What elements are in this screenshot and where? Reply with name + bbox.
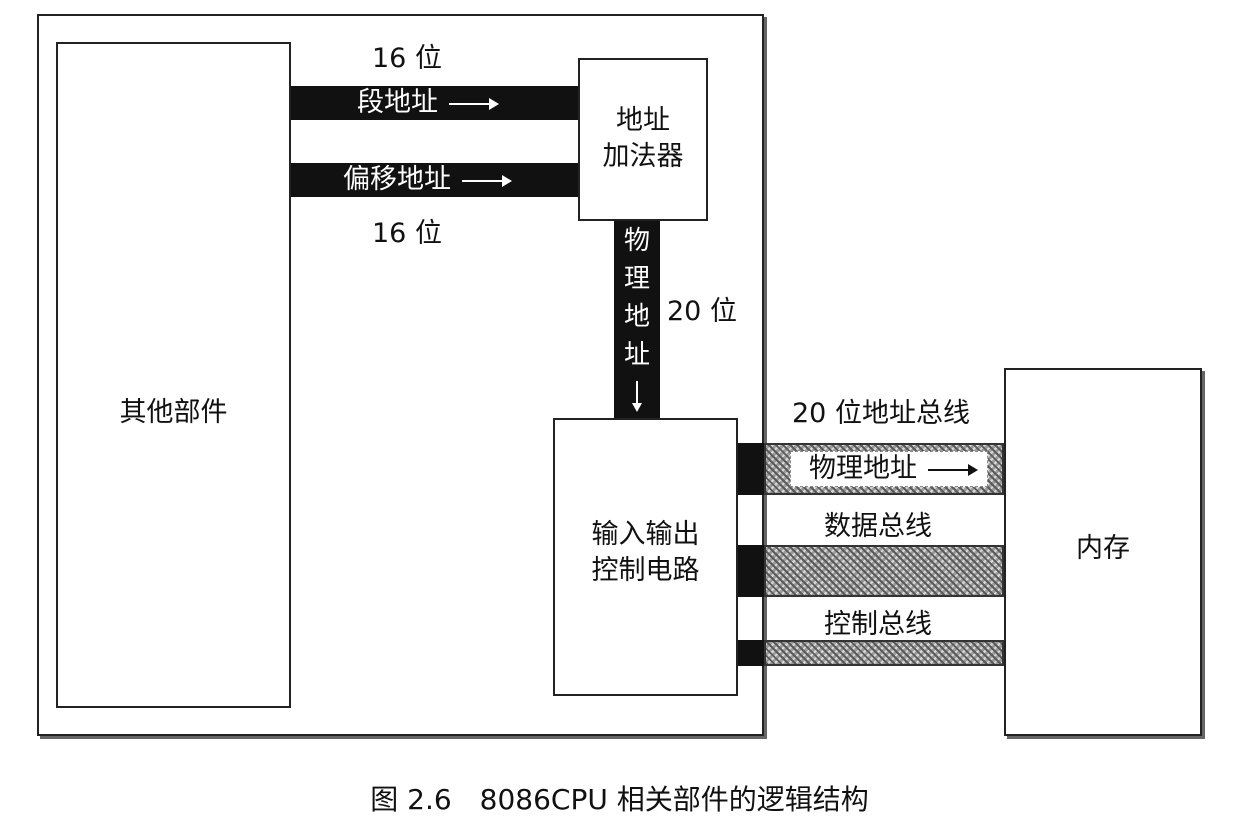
segment-width-label: 16 位: [372, 43, 442, 74]
physical-address-bus: 物 理 地 址: [614, 221, 660, 418]
address-bus: 物理地址: [764, 443, 1004, 495]
other-components-label: 其他部件: [119, 397, 228, 428]
memory-block: 内存: [1004, 368, 1202, 736]
io-label-line2: 控制电路: [591, 555, 700, 586]
address-adder-block: 地址 加法器: [578, 58, 708, 221]
address-bus-label: 物理地址: [809, 455, 978, 482]
address-bus-arrow-icon: [927, 463, 978, 476]
control-bus: [764, 640, 1004, 666]
physical-width-label: 20 位: [667, 296, 737, 327]
segment-arrow-icon: [448, 97, 499, 110]
control-bus-label: 控制总线: [824, 609, 932, 640]
data-bus: [764, 545, 1004, 597]
phys-char-1: 物: [623, 226, 650, 256]
adder-label-line2: 加法器: [602, 141, 684, 172]
address-bus-stub: [738, 443, 764, 495]
control-bus-stub: [738, 640, 764, 666]
offset-address-label: 偏移地址: [343, 166, 512, 193]
memory-label: 内存: [1076, 533, 1130, 564]
other-components-block: 其他部件: [56, 42, 291, 708]
phys-char-4: 址: [623, 340, 650, 370]
segment-address-bus: 段地址: [291, 86, 578, 120]
adder-label-line1: 地址: [616, 105, 670, 136]
down-arrow-icon: [632, 381, 642, 412]
io-label-line1: 输入输出: [591, 519, 700, 550]
figure-caption: 图 2.6 8086CPU 相关部件的逻辑结构: [370, 783, 869, 816]
address-bus-label-bg: 物理地址: [790, 451, 988, 487]
phys-char-3: 地: [623, 302, 650, 332]
address-bus-title: 20 位地址总线: [792, 398, 970, 429]
offset-width-label: 16 位: [372, 218, 442, 249]
offset-arrow-icon: [461, 174, 512, 187]
data-bus-stub: [738, 545, 764, 597]
phys-char-2: 理: [623, 264, 650, 294]
io-control-block: 输入输出 控制电路: [553, 418, 738, 696]
segment-address-label: 段地址: [357, 89, 499, 116]
offset-address-bus: 偏移地址: [291, 163, 578, 197]
data-bus-label: 数据总线: [824, 511, 932, 542]
